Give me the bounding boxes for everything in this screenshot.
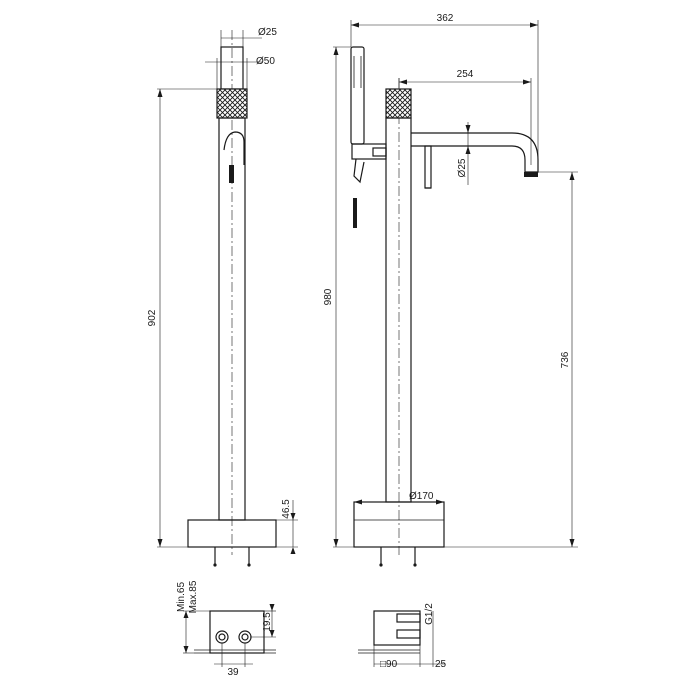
side-knurled-handle [385,88,412,119]
plan-depth-label: 25 [435,659,447,670]
plan-thread-label: G1/2 [424,603,435,625]
plan-min-label: Min.65 [176,582,187,612]
front-spout-outline [223,131,245,165]
front-dia-small-label: Ø25 [258,27,277,38]
side-spout-aerator [524,172,538,177]
side-view: 362 254 Ø25 980 736 Ø170 [323,13,578,567]
front-base [187,519,277,548]
side-lever [424,145,432,189]
side-column [385,117,412,503]
front-leg-tip [213,563,217,567]
front-leg-tip [247,563,251,567]
side-hose-outlet [353,198,357,220]
front-base-height-label: 46.5 [281,499,292,519]
side-hose-end [353,158,365,184]
plan-height-label: 19.5 [262,612,273,632]
plan-front-view: Min.65 Max.85 19.5 39 [176,580,276,678]
plan-square-label: □90 [380,659,398,670]
plan-spacing-label: 39 [227,667,239,678]
front-spout-outlet [229,165,234,183]
side-spout-reach-label: 254 [457,69,474,80]
side-total-width-label: 362 [437,13,454,24]
plan-inlet-right [238,630,252,644]
side-spout-height-label: 736 [560,351,571,368]
side-total-height-label: 980 [323,288,334,305]
side-shower-holder-tab [372,147,387,157]
plan-inlet-left [215,630,229,644]
front-dia-large-label: Ø50 [256,56,275,67]
front-knurled-handle [216,88,248,119]
side-spout-dia-label: Ø25 [457,158,468,177]
plan-side-view: G1/2 □90 25 [358,603,447,670]
side-spout [411,132,539,173]
side-hand-shower [350,46,365,145]
plan-max-label: Max.85 [188,580,199,613]
side-shower-holder [351,143,387,160]
front-view: Ø25 Ø50 902 46.5 [147,27,298,567]
front-height-label: 902 [147,309,158,326]
side-base-dia-label: Ø170 [409,491,434,502]
